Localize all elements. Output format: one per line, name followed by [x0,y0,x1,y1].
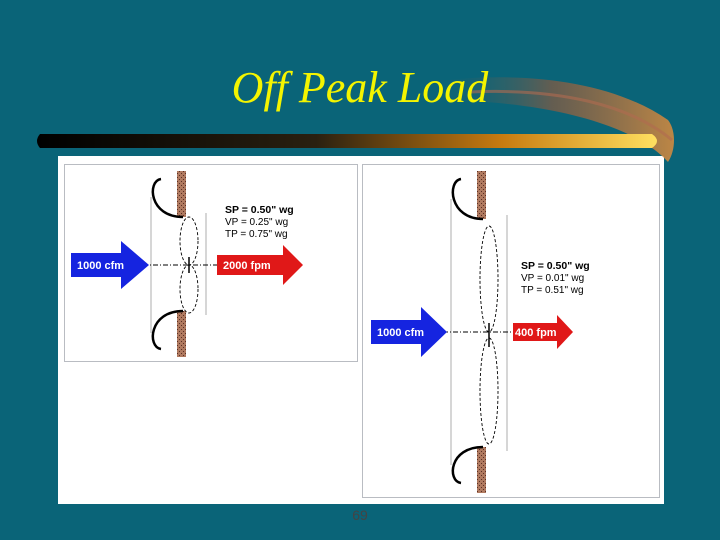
inlet-bell-top [151,177,184,219]
inlet-bell-bottom [151,309,184,351]
velocity-pressure-label: VP = 0.01" wg [521,273,584,284]
inlet-bell-top [451,177,484,221]
inflow-arrow [71,241,149,289]
figure-area: 1000 cfm 2000 fpm SP = 0.50" wg VP = 0.2… [58,156,664,504]
outflow-arrow [217,245,303,285]
inflow-arrow [371,307,447,357]
fan-diagram-right: 1000 cfm 400 fpm SP = 0.50" wg VP = 0.01… [371,171,590,493]
fan-blade-upper [479,225,499,333]
fan-diagram-left: 1000 cfm 2000 fpm SP = 0.50" wg VP = 0.2… [71,171,303,357]
duct-wall-bottom [177,311,186,357]
inflow-label: 1000 cfm [377,327,424,339]
page-number: 69 [352,507,368,523]
duct-wall-top [177,171,186,217]
outflow-label: 2000 fpm [223,260,271,272]
slide-title: Off Peak Load [231,63,489,112]
duct-wall-bottom [477,447,486,493]
fan-blade-lower [479,337,499,445]
diagram-panel-low-velocity: 1000 cfm 400 fpm SP = 0.50" wg VP = 0.01… [362,164,660,498]
static-pressure-label: SP = 0.50" wg [521,260,590,272]
total-pressure-label: TP = 0.51" wg [521,285,584,296]
diagram-panel-high-velocity: 1000 cfm 2000 fpm SP = 0.50" wg VP = 0.2… [64,164,358,362]
total-pressure-label: TP = 0.75" wg [225,229,288,240]
duct-wall-top [477,171,486,219]
title-underline-bar [37,77,674,162]
static-pressure-label: SP = 0.50" wg [225,204,294,216]
outflow-label: 400 fpm [515,327,557,339]
velocity-pressure-label: VP = 0.25" wg [225,217,288,228]
outflow-arrow [513,315,573,349]
inlet-bell-bottom [451,445,484,485]
inflow-label: 1000 cfm [77,260,124,272]
